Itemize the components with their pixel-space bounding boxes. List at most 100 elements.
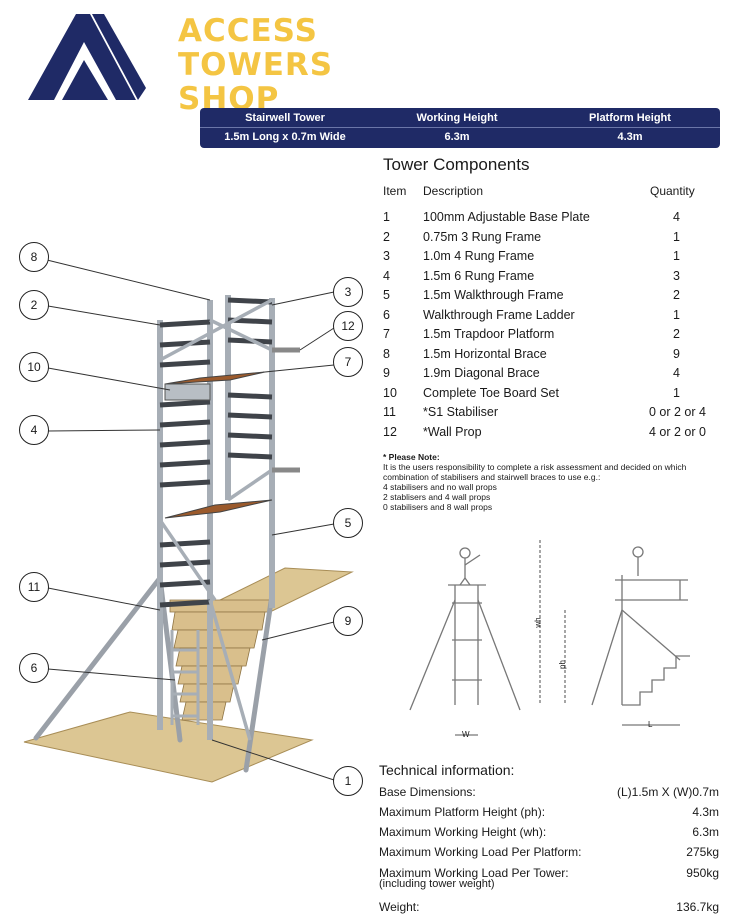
callout-10: 10 [19, 352, 49, 382]
callout-5: 5 [333, 508, 363, 538]
table-row: 8 1.5m Horizontal Brace 9 [383, 347, 723, 366]
front-view-diagram [409, 540, 541, 736]
table-row: 5 1.5m Walkthrough Frame 2 [383, 288, 723, 307]
floor-slab [23, 711, 314, 783]
tech-label: Maximum Platform Height (ph): [379, 805, 546, 819]
tech-label: Maximum Working Height (wh): [379, 825, 547, 839]
components-title: Tower Components [383, 155, 530, 174]
callout-11: 11 [19, 572, 49, 602]
row-quantity: 1 [673, 385, 680, 400]
row-item: 6 [383, 307, 390, 322]
callout-6: 6 [19, 653, 49, 683]
row-item: 1 [383, 210, 390, 224]
row-description: 1.5m Horizontal Brace [423, 346, 547, 361]
row-description: 1.9m Diagonal Brace [423, 366, 540, 380]
callout-3: 3 [333, 277, 363, 307]
table-row: 7 1.5m Trapdoor Platform 2 [383, 327, 723, 346]
note-line: It is the users responsibility to comple… [383, 462, 687, 472]
row-quantity: 4 or 2 or 0 [649, 424, 706, 439]
row-quantity: 4 [673, 366, 680, 380]
tech-value: (L)1.5m X (W)0.7m [616, 785, 719, 799]
callout-8: 8 [19, 242, 49, 272]
tech-sublabel: (including tower weight) [379, 878, 495, 890]
row-quantity: 0 or 2 or 4 [649, 405, 706, 419]
row-item: 7 [383, 327, 390, 341]
row-item: 11 [383, 405, 396, 419]
table-row: 1 100mm Adjustable Base Plate 4 [383, 210, 723, 229]
row-quantity: 1 [673, 307, 680, 322]
banner-header: Working Height [416, 112, 498, 124]
banner-divider [200, 127, 720, 128]
callout-12: 12 [333, 311, 363, 341]
banner-value: 1.5m Long x 0.7m Wide [224, 131, 346, 143]
note-line: combination of stabilisers and stairwell… [383, 472, 601, 482]
row-item: 12 [383, 424, 397, 439]
row-item: 2 [383, 229, 390, 244]
col-header-description: Description [423, 184, 484, 198]
table-row: 12 *Wall Prop 4 or 2 or 0 [383, 425, 723, 444]
tech-value: 6.3m [692, 825, 719, 839]
please-note: * Please Note: It is the users responsib… [383, 452, 723, 512]
col-header-quantity: Quantity [650, 184, 695, 198]
row-description: *S1 Stabiliser [423, 405, 499, 419]
tech-label: Base Dimensions: [379, 785, 476, 799]
row-quantity: 2 [673, 327, 680, 341]
logo-wordmark: ACCESS TOWERS SHOP [178, 14, 333, 116]
row-description: 100mm Adjustable Base Plate [423, 210, 590, 224]
row-quantity: 1 [673, 229, 680, 244]
row-item: 8 [383, 346, 390, 361]
row-description: Walkthrough Frame Ladder [423, 307, 575, 322]
note-line: 2 stablisers and 4 wall props [383, 492, 491, 502]
tech-label: Weight: [379, 900, 420, 914]
tech-label: Maximum Working Load Per Tower: [379, 866, 569, 880]
row-quantity: 4 [673, 210, 680, 224]
callout-1: 1 [333, 766, 363, 796]
tower-rungs [159, 297, 273, 608]
row-description: *Wall Prop [423, 424, 482, 439]
logo-line: TOWERS [178, 47, 334, 83]
tech-value: 4.3m [692, 805, 719, 819]
row-item: 4 [383, 268, 390, 283]
tech-value: 275kg [686, 845, 719, 859]
toe-board [164, 383, 211, 401]
banner-header: Platform Height [589, 112, 671, 124]
tech-value: 950kg [686, 866, 719, 880]
row-description: 1.5m Walkthrough Frame [423, 288, 564, 302]
row-quantity: 3 [673, 268, 680, 283]
callout-7: 7 [333, 347, 363, 377]
tech-value: 136.7kg [676, 900, 719, 914]
table-row: 10 Complete Toe Board Set 1 [383, 386, 723, 405]
callout-leaders [46, 259, 335, 781]
l-label: L [648, 720, 653, 729]
row-description: 1.0m 4 Rung Frame [423, 249, 535, 263]
w-label: W [462, 730, 470, 739]
table-row: 11 *S1 Stabiliser 0 or 2 or 4 [383, 405, 723, 424]
row-item: 10 [383, 385, 397, 400]
note-line: 4 stabilisers and no wall props [383, 482, 497, 492]
note-title: * Please Note: [383, 452, 440, 462]
wall-props [272, 347, 300, 473]
callout-2: 2 [19, 290, 49, 320]
row-item: 5 [383, 288, 390, 302]
banner-value: 4.3m [617, 131, 643, 143]
col-header-item: Item [383, 184, 407, 198]
row-quantity: 9 [673, 346, 680, 361]
logo-mark-icon [28, 14, 146, 100]
row-description: 1.5m Trapdoor Platform [423, 327, 555, 341]
callout-4: 4 [19, 415, 49, 445]
banner-header: Stairwell Tower [245, 112, 325, 124]
row-description: Complete Toe Board Set [423, 385, 559, 400]
side-view-diagram [564, 546, 690, 726]
row-quantity: 2 [673, 288, 680, 302]
logo-line: ACCESS [178, 13, 318, 49]
note-line: 0 stabilisers and 8 wall props [383, 502, 493, 512]
spec-banner: Stairwell Tower 1.5m Long x 0.7m Wide Wo… [200, 108, 720, 148]
row-quantity: 1 [673, 249, 680, 263]
technical-title: Technical information: [379, 762, 515, 778]
